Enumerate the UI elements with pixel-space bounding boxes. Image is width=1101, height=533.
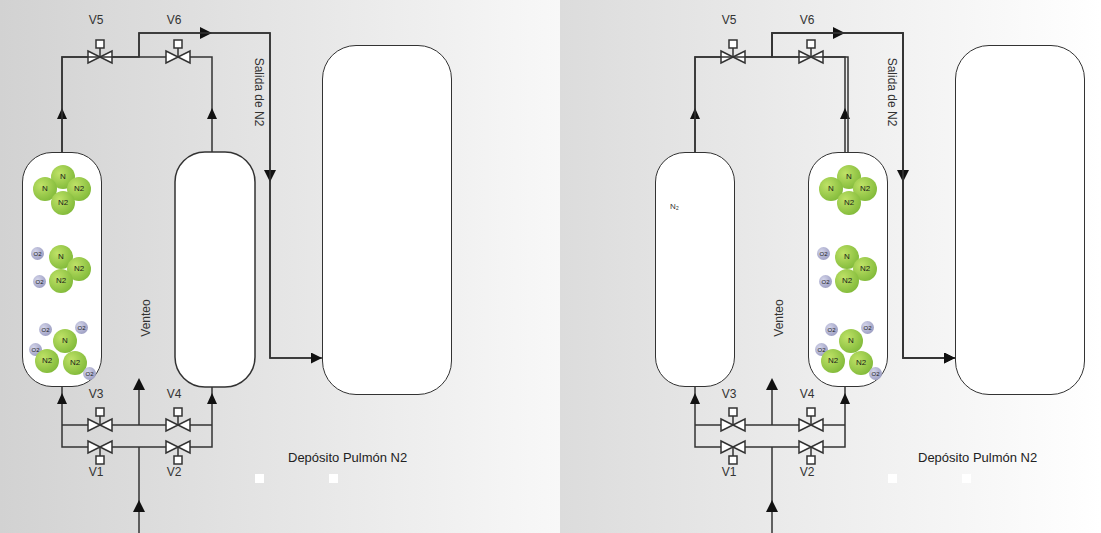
molecule: O2: [869, 367, 882, 380]
valve-label: V1: [722, 466, 737, 479]
buffer-tank: Depósito Pulmón N2: [322, 45, 452, 395]
valve-label: V1: [89, 466, 104, 479]
buffer-tank: Depósito Pulmón N2: [955, 45, 1085, 395]
molecule: O2: [75, 321, 88, 334]
valve-label: V6: [800, 14, 815, 27]
molecule: O2: [825, 323, 838, 336]
pipe-label: Salida de N2: [251, 58, 264, 127]
valve-label: V6: [167, 14, 182, 27]
valve-label: V2: [800, 466, 815, 479]
molecule: O2: [39, 323, 52, 336]
pipe-label: Salida de N2: [884, 58, 897, 127]
molecule: N: [839, 329, 863, 353]
adsorption-column: NNN2N2O2NN2O2N2O2O2NO2N2N2O2: [808, 152, 888, 387]
empty-column: [175, 152, 255, 387]
valve-label: V2: [167, 466, 182, 479]
molecule: N2: [51, 191, 75, 215]
adsorption-column: N₂: [655, 152, 735, 387]
molecule: O2: [33, 275, 46, 288]
valve-label: V4: [167, 388, 182, 401]
valve-label: V5: [89, 14, 104, 27]
molecule: N: [53, 329, 77, 353]
tank-label: Depósito Pulmón N2: [918, 451, 1037, 465]
molecule: N2: [49, 269, 73, 293]
valve-label: V4: [800, 388, 815, 401]
molecule: O2: [31, 247, 44, 260]
molecule: O2: [83, 367, 96, 380]
pipe-label: Venteo: [773, 299, 786, 336]
molecule: O2: [817, 247, 830, 260]
molecule: N2: [837, 191, 861, 215]
molecule: N2: [821, 349, 845, 373]
valve-label: V3: [89, 388, 104, 401]
gas-label: N₂: [670, 203, 679, 212]
tank-label: Depósito Pulmón N2: [288, 451, 407, 465]
molecule: O2: [819, 275, 832, 288]
molecule: O2: [861, 321, 874, 334]
molecule: N2: [35, 349, 59, 373]
adsorption-column: NNN2N2O2NN2O2N2O2O2NO2N2N2O2: [22, 152, 102, 387]
valve-label: V3: [722, 388, 737, 401]
pipe-label: Venteo: [140, 299, 153, 336]
valve-label: V5: [722, 14, 737, 27]
molecule: N2: [835, 269, 859, 293]
